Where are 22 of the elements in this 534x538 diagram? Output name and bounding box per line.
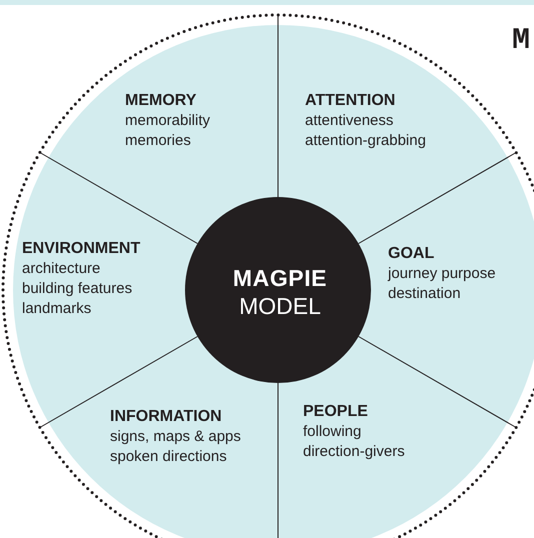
segment-item: attention-grabbing <box>305 131 426 151</box>
segment-heading: GOAL <box>388 244 434 264</box>
segment-item: destination <box>388 284 461 304</box>
segment-heading: ATTENTION <box>305 91 396 111</box>
segment-item: attentiveness <box>305 111 394 131</box>
segment-item: journey purpose <box>388 264 496 284</box>
segment-item: landmarks <box>22 299 92 319</box>
segment-heading: INFORMATION <box>110 407 222 427</box>
model-title: MAGPIE <box>232 264 328 292</box>
segment-item: architecture <box>22 259 100 279</box>
segment-item: memories <box>125 131 191 151</box>
segment-item: memorability <box>125 111 210 131</box>
segment-heading: PEOPLE <box>303 402 368 422</box>
segment-item: signs, maps & apps <box>110 427 241 447</box>
segment-heading: ENVIRONMENT <box>22 239 140 259</box>
segment-item: building features <box>22 279 132 299</box>
model-subtitle: MODEL <box>239 292 321 320</box>
segment-item: spoken directions <box>110 447 227 467</box>
heading-letter: M <box>512 24 530 58</box>
segment-item: direction-givers <box>303 442 405 462</box>
segment-item: following <box>303 422 362 442</box>
segment-heading: MEMORY <box>125 91 196 111</box>
